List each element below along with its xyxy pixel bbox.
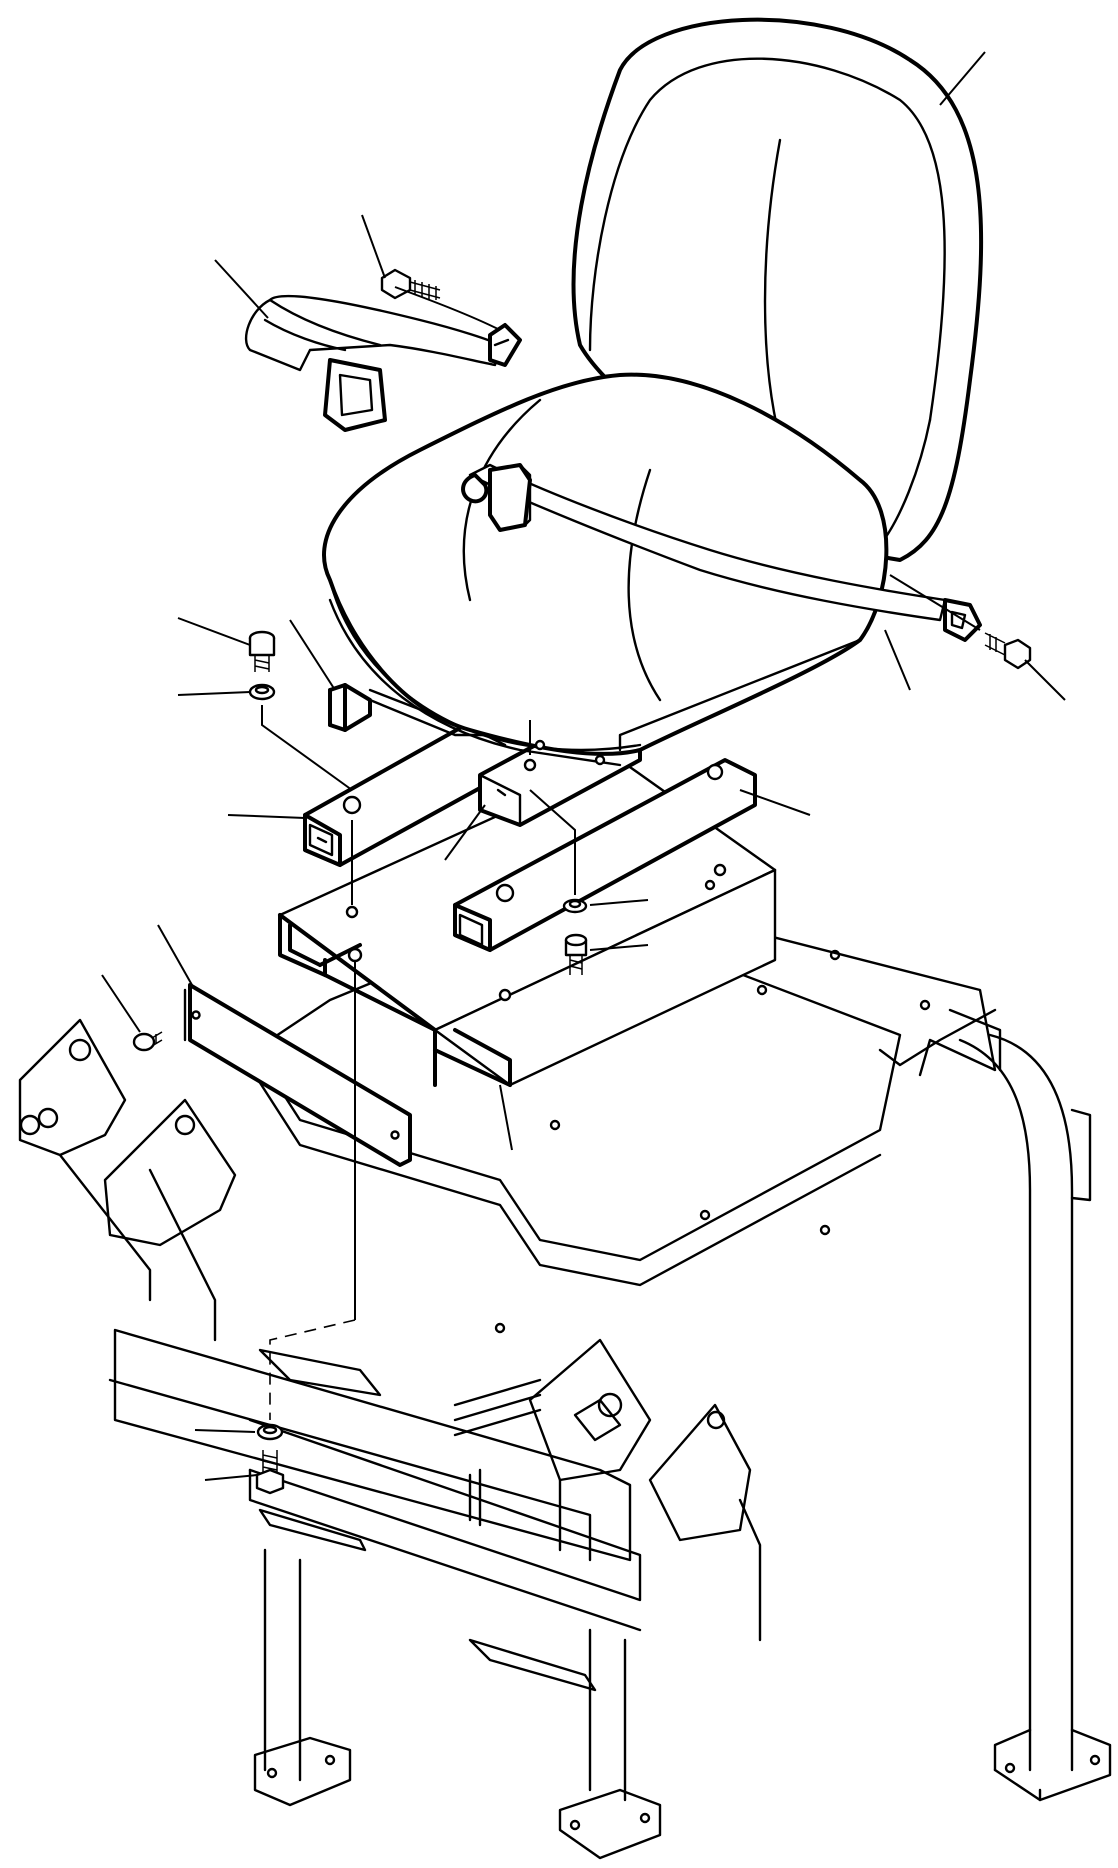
- callout-leader-seat-base: [884, 629, 911, 691]
- bolt-bracket-right: [562, 898, 588, 975]
- callout-leader-bolt-cover: [101, 974, 141, 1033]
- callout-leader-bolt-left: [177, 617, 251, 646]
- callout-leader-washer-left: [177, 691, 251, 696]
- callout-leader-lever: [289, 619, 336, 691]
- roll-bar: [958, 1033, 1112, 1802]
- callout-leader-rail-left: [227, 814, 306, 819]
- callout-leader-rail-right: [739, 789, 811, 816]
- seat: [322, 17, 984, 767]
- bolt-lower-floor: [255, 1423, 285, 1495]
- bolt-belt-anchor-right: [984, 632, 1032, 670]
- callout-leader-seat: [939, 51, 986, 106]
- bolt-cover-plate: [132, 1031, 163, 1052]
- callout-leader-cover-plate: [157, 924, 193, 986]
- seat-belt-mounted: [461, 463, 982, 642]
- callout-leaders: [101, 51, 1066, 1481]
- assembly-guide-lines: [261, 286, 981, 1420]
- seat-belt-loose: [244, 294, 522, 432]
- callout-leader-bolt-mid-right: [589, 944, 649, 951]
- seat-rail-right: [453, 758, 757, 952]
- bolt-belt-anchor-top: [380, 268, 441, 300]
- callout-leader-bolt-top: [361, 214, 386, 279]
- callout-leader-washer-lower: [194, 1429, 256, 1433]
- bolt-bracket-left: [248, 630, 276, 701]
- callout-leader-bolt-right: [1024, 659, 1066, 701]
- cover-plate: [183, 983, 412, 1167]
- callout-leader-bolt-lower: [204, 1474, 258, 1481]
- callout-leader-washer-right: [589, 899, 649, 906]
- callout-leader-slider: [444, 804, 486, 861]
- callout-leader-bracket: [499, 1084, 513, 1151]
- callout-leader-seat-belt: [214, 259, 269, 319]
